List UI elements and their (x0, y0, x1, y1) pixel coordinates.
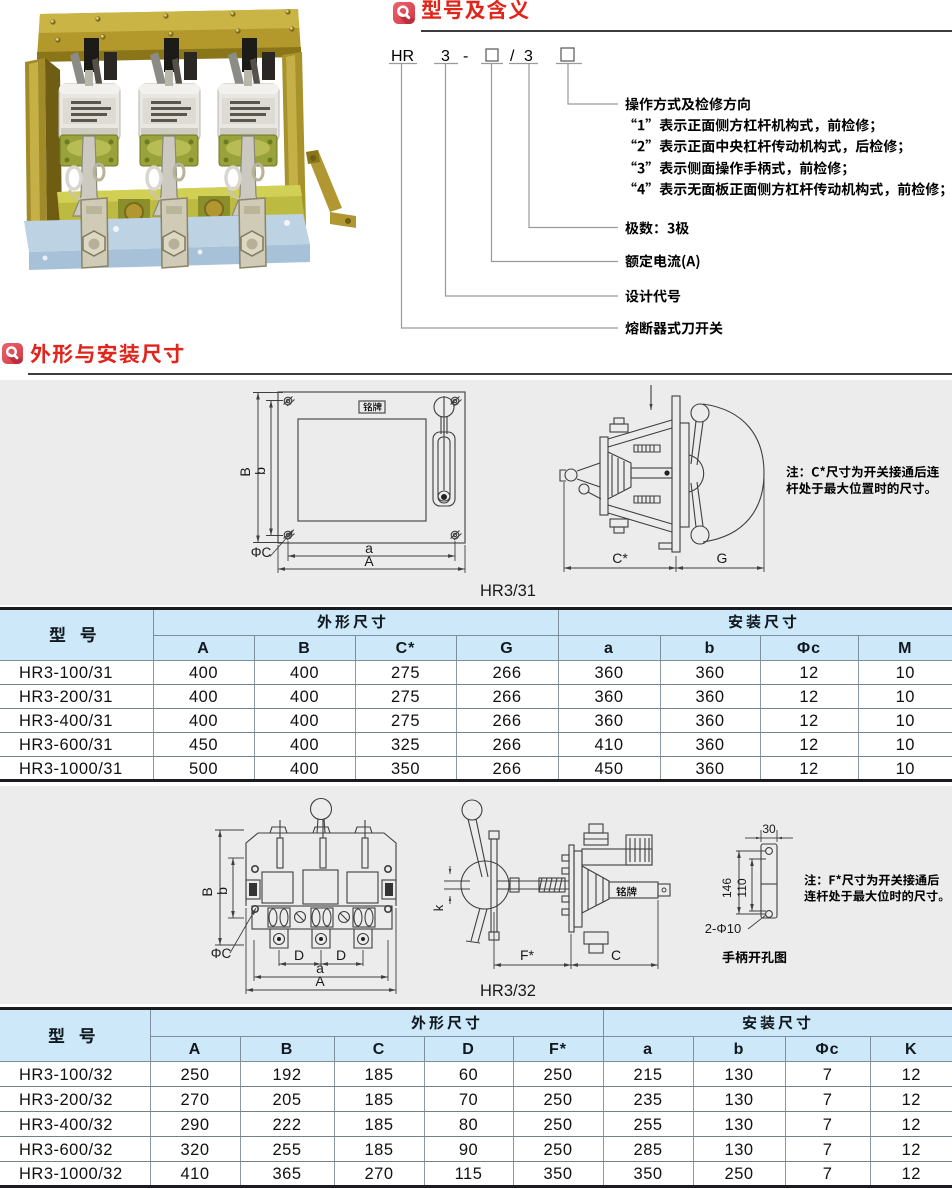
svg-text:a: a (365, 540, 373, 556)
svg-text:HR3/32: HR3/32 (480, 982, 536, 1000)
svg-text:B: B (199, 887, 215, 896)
svg-text:110: 110 (735, 878, 749, 897)
svg-text:D: D (336, 947, 346, 963)
svg-text:ΦC: ΦC (251, 545, 272, 560)
svg-text:D: D (294, 947, 304, 963)
svg-text:b: b (214, 887, 230, 895)
svg-text:G: G (717, 550, 728, 566)
svg-text:146: 146 (720, 878, 734, 898)
svg-text:B: B (237, 467, 253, 476)
svg-text:30: 30 (762, 822, 776, 836)
svg-text:F*: F* (520, 947, 535, 963)
svg-text:2-Φ10: 2-Φ10 (705, 921, 741, 936)
svg-text:A: A (315, 973, 325, 989)
svg-text:C: C (611, 947, 621, 963)
svg-text:C*: C* (612, 550, 628, 566)
svg-text:HR3/31: HR3/31 (480, 582, 536, 600)
svg-text:A: A (364, 553, 374, 569)
svg-text:a: a (316, 960, 324, 976)
svg-text:k: k (431, 904, 446, 911)
svg-text:ΦC: ΦC (211, 946, 232, 961)
svg-text:b: b (252, 467, 268, 475)
